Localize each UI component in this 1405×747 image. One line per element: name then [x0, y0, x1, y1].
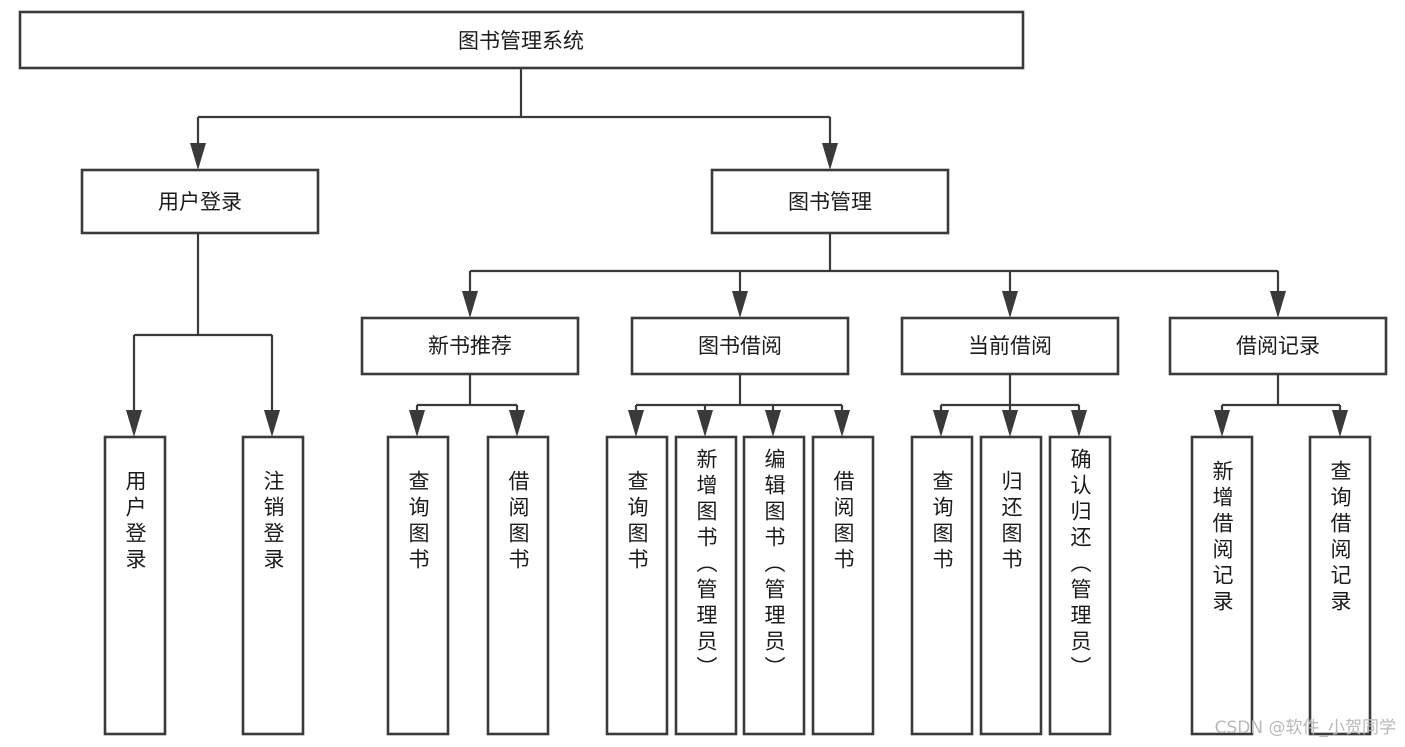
connector-group-book-manage — [462, 233, 1286, 318]
node-user-login-box[interactable] — [80, 168, 320, 235]
arrowhead-br-leaf-1 — [1214, 410, 1230, 437]
arrowhead-new-book-recommend — [462, 291, 478, 318]
leaf-current-borrow-2-box[interactable] — [979, 435, 1043, 736]
leaf-current-borrow-1-box[interactable] — [910, 435, 974, 736]
arrowhead-user-login-leaf-1 — [126, 410, 142, 437]
leaf-book-borrow-2-box[interactable] — [674, 435, 738, 736]
leaf-book-borrow-4-box[interactable] — [811, 435, 875, 736]
arrowhead-book-manage — [822, 143, 838, 170]
node-current-borrow[interactable]: 当前借阅 — [900, 316, 1120, 376]
leaf-new-book-recommend-2[interactable]: 借阅图书 — [486, 435, 550, 736]
leaf-current-borrow-1[interactable]: 查询图书 — [910, 435, 974, 736]
csdn-watermark: CSDN @软件_小贺同学 — [1215, 718, 1396, 738]
node-book-borrow-label: 图书借阅 — [698, 334, 782, 358]
connector-group-book-borrow — [628, 374, 850, 437]
node-new-book-recommend[interactable]: 新书推荐 — [360, 316, 580, 376]
arrowhead-book-borrow — [732, 291, 748, 318]
node-book-manage-box[interactable] — [710, 168, 950, 235]
arrowhead-nbr-leaf-1 — [409, 410, 425, 437]
leaf-current-borrow-1-label: 查询图书 — [930, 470, 954, 574]
arrowhead-user-login-leaf-2 — [264, 410, 280, 437]
node-borrow-record-label: 借阅记录 — [1236, 334, 1320, 358]
node-root[interactable]: 图书管理系统 — [18, 10, 1025, 70]
node-new-book-recommend-box[interactable] — [360, 316, 580, 376]
leaf-new-book-recommend-1-box[interactable] — [386, 435, 450, 736]
leaf-user-login-1-box[interactable] — [103, 435, 167, 736]
leaf-borrow-record-1[interactable]: 新增借阅记录 — [1190, 435, 1254, 736]
leaf-user-login-2[interactable]: 注销登录 — [241, 435, 305, 736]
node-root-box[interactable] — [18, 10, 1025, 70]
leaf-book-borrow-4[interactable]: 借阅图书 — [811, 435, 875, 736]
leaf-current-borrow-2[interactable]: 归还图书 — [979, 435, 1043, 736]
leaf-book-borrow-1[interactable]: 查询图书 — [605, 435, 669, 736]
leaf-book-borrow-1-box[interactable] — [605, 435, 669, 736]
leaf-book-borrow-3-box[interactable] — [742, 435, 806, 736]
node-new-book-recommend-label: 新书推荐 — [428, 334, 512, 358]
leaf-borrow-record-1-label: 新增借阅记录 — [1210, 460, 1234, 616]
leaf-book-borrow-1-label: 查询图书 — [625, 470, 649, 574]
leaf-user-login-2-box[interactable] — [241, 435, 305, 736]
node-current-borrow-label: 当前借阅 — [968, 334, 1052, 358]
arrowhead-borrow-record — [1270, 291, 1286, 318]
node-book-manage-label: 图书管理 — [788, 190, 872, 214]
arrowhead-bb-leaf-3 — [765, 410, 781, 437]
leaf-book-borrow-3[interactable]: 编辑图书（管理员） — [742, 435, 806, 736]
leaf-current-borrow-3-label: 确认归还（管理员） — [1068, 448, 1092, 682]
node-user-login-label: 用户登录 — [158, 190, 242, 214]
leaf-book-borrow-4-label: 借阅图书 — [831, 470, 855, 574]
arrowhead-cb-leaf-3 — [1071, 410, 1087, 437]
leaf-new-book-recommend-2-box[interactable] — [486, 435, 550, 736]
node-current-borrow-box[interactable] — [900, 316, 1120, 376]
leaf-book-borrow-2-label: 新增图书（管理员） — [694, 448, 718, 682]
connector-group-new-book-recommend — [409, 374, 525, 437]
arrowhead-br-leaf-2 — [1332, 410, 1348, 437]
leaf-borrow-record-2-box[interactable] — [1308, 435, 1372, 736]
arrowhead-bb-leaf-1 — [628, 410, 644, 437]
arrowhead-user-login — [190, 143, 206, 170]
node-root-label: 图书管理系统 — [458, 29, 584, 53]
arrowhead-cb-leaf-1 — [933, 410, 949, 437]
leaf-book-borrow-2[interactable]: 新增图书（管理员） — [674, 435, 738, 736]
node-borrow-record-box[interactable] — [1168, 316, 1388, 376]
node-borrow-record[interactable]: 借阅记录 — [1168, 316, 1388, 376]
connector-group-user-login — [126, 233, 280, 437]
leaf-new-book-recommend-2-label: 借阅图书 — [506, 470, 530, 574]
leaf-new-book-recommend-1-label: 查询图书 — [406, 470, 430, 574]
leaf-book-borrow-3-label: 编辑图书（管理员） — [762, 448, 786, 682]
leaf-current-borrow-3[interactable]: 确认归还（管理员） — [1048, 435, 1112, 736]
leaf-current-borrow-2-label: 归还图书 — [999, 470, 1023, 574]
leaf-new-book-recommend-1[interactable]: 查询图书 — [386, 435, 450, 736]
arrowhead-bb-leaf-2 — [697, 410, 713, 437]
arrowhead-bb-leaf-4 — [834, 410, 850, 437]
arrowhead-nbr-leaf-2 — [509, 410, 525, 437]
arrowhead-cb-leaf-2 — [1002, 410, 1018, 437]
connector-group-borrow-record — [1214, 374, 1348, 437]
node-book-borrow[interactable]: 图书借阅 — [630, 316, 850, 376]
arrowhead-current-borrow — [1002, 291, 1018, 318]
node-book-manage[interactable]: 图书管理 — [710, 168, 950, 235]
leaf-borrow-record-2-label: 查询借阅记录 — [1328, 460, 1352, 616]
leaf-user-login-1-label: 用户登录 — [123, 470, 147, 574]
leaf-user-login-1[interactable]: 用户登录 — [103, 435, 167, 736]
node-user-login[interactable]: 用户登录 — [80, 168, 320, 235]
connector-group-root — [190, 68, 838, 170]
leaf-borrow-record-2[interactable]: 查询借阅记录 — [1308, 435, 1372, 736]
leaf-borrow-record-1-box[interactable] — [1190, 435, 1254, 736]
connector-group-current-borrow — [933, 374, 1087, 437]
node-book-borrow-box[interactable] — [630, 316, 850, 376]
leaf-current-borrow-3-box[interactable] — [1048, 435, 1112, 736]
leaf-user-login-2-label: 注销登录 — [261, 470, 285, 574]
